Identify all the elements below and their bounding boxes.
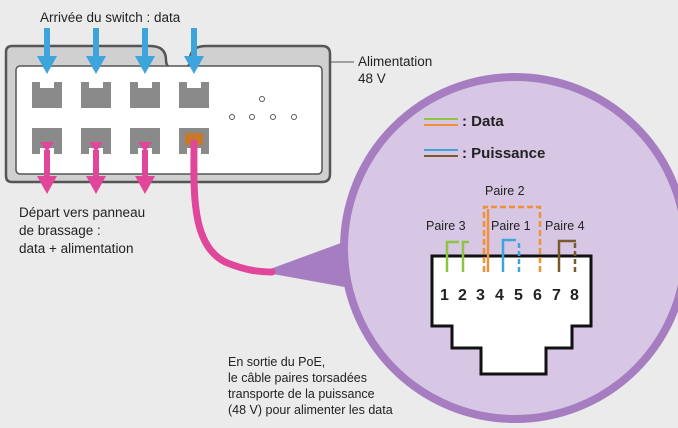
pin-numbers: 1 2 3 4 5 6 7 8 (437, 287, 587, 307)
arrow-in-4 (184, 28, 204, 74)
status-leds (229, 96, 297, 120)
poe-cable (190, 139, 276, 276)
output-label-2: de brassage : (19, 223, 101, 238)
pair-2-label: Paire 2 (485, 184, 525, 198)
ports-bottom-row (32, 128, 209, 154)
pin-4: 4 (495, 287, 504, 304)
note-line-4: (48 V) pour alimenter les data (228, 403, 393, 417)
output-label-1: Départ vers panneau (19, 205, 146, 220)
arrow-out-3 (135, 142, 155, 194)
pin-7: 7 (552, 287, 561, 304)
pin-8: 8 (570, 287, 579, 304)
power-voltage-label: 48 V (358, 71, 386, 86)
legend-power-swatch (424, 149, 458, 157)
legend-data-label: : Data (462, 113, 504, 130)
pin-2: 2 (458, 287, 467, 304)
arrow-out-2 (86, 142, 106, 194)
pin-6: 6 (533, 287, 542, 304)
rj45-connector (430, 254, 593, 376)
pair-3-label: Paire 3 (426, 219, 466, 233)
arrow-in-1 (37, 28, 57, 74)
arrow-in-3 (135, 28, 155, 74)
note-line-2: le câble paires torsadées (228, 371, 367, 385)
pin-1: 1 (440, 287, 449, 304)
port-poe-active (185, 133, 203, 145)
pin-3: 3 (476, 287, 485, 304)
pair-1-wires (501, 238, 521, 272)
pair-3-wires (445, 240, 469, 272)
arrow-out-1 (37, 142, 57, 194)
note-line-3: transporte de la puissance (228, 387, 375, 401)
output-label-3: data + alimentation (19, 241, 134, 256)
note-line-1: En sortie du PoE, (228, 355, 326, 369)
pair-1-label: Paire 1 (491, 219, 531, 233)
pin-5: 5 (514, 287, 523, 304)
pair-4-label: Paire 4 (545, 219, 585, 233)
pair-2-wires (482, 205, 542, 272)
switch-input-label: Arrivée du switch : data (40, 10, 181, 25)
legend-power-label: : Puissance (462, 145, 546, 162)
pair-4-wires (557, 239, 577, 272)
zoom-circle (340, 73, 678, 423)
power-label: Alimentation (358, 54, 433, 69)
arrow-in-2 (86, 28, 106, 74)
output-arrows (37, 142, 155, 194)
input-arrows (37, 28, 204, 74)
legend-data-swatch (424, 118, 458, 126)
